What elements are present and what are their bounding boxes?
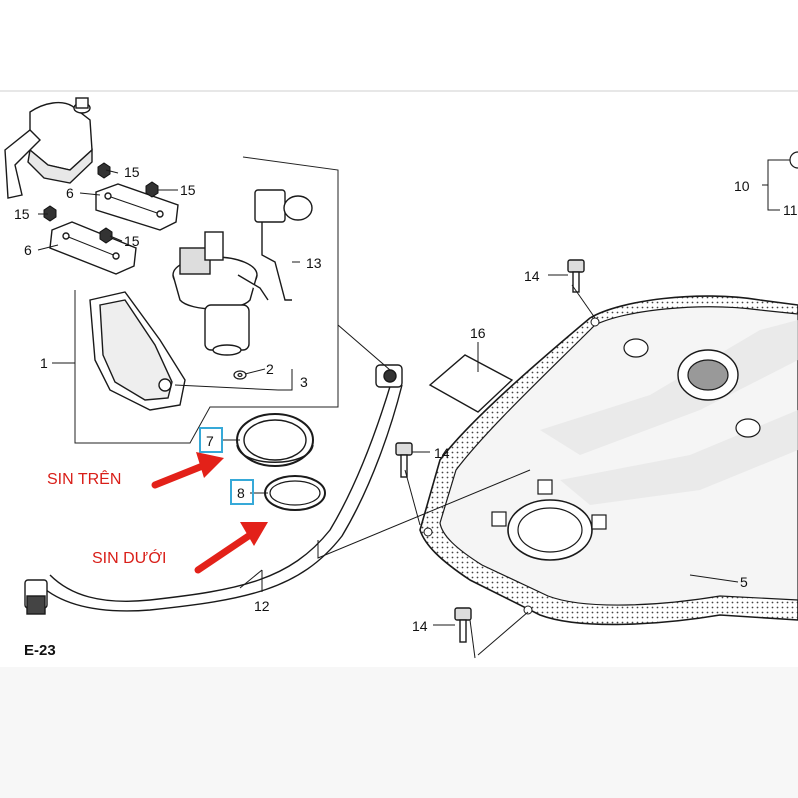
label-sticker-16-icon: [428, 354, 514, 413]
assembly-outline: [74, 156, 339, 444]
label-3: 3: [300, 374, 308, 390]
cover-bracket-icon: [4, 97, 93, 199]
bottom-band: [0, 667, 798, 798]
label-1: 1: [40, 355, 48, 371]
plate-6-upper-icon: [95, 183, 179, 231]
label-15-d: 15: [124, 233, 140, 249]
o-ring-seal-7-icon: [236, 413, 314, 467]
annotation-upper-seal: SIN TRÊN: [47, 469, 121, 488]
bolt-14-b-icon: [395, 442, 413, 478]
leader-lines: [37, 159, 790, 659]
label-16: 16: [470, 325, 486, 341]
fuel-filter-icon: [89, 291, 186, 411]
label-8: 8: [237, 485, 245, 501]
highlight-box-7: [199, 427, 223, 453]
reference-e23: E-23: [24, 642, 56, 659]
label-10: 10: [734, 178, 750, 194]
label-13: 13: [306, 255, 322, 271]
annotation-lower-seal: SIN DƯỚI: [92, 548, 167, 567]
label-14-a: 14: [524, 268, 540, 284]
washer-2-icon: [233, 370, 247, 380]
bolt-14-c-icon: [454, 607, 472, 643]
label-6-a: 6: [66, 185, 74, 201]
label-14-b: 14: [434, 445, 450, 461]
top-band: [0, 0, 798, 90]
label-12: 12: [254, 598, 270, 614]
bolt-14-a-icon: [567, 259, 585, 293]
fuel-tank-icon: [419, 295, 798, 626]
label-2: 2: [266, 361, 274, 377]
fuel-hose-icon: [24, 364, 403, 615]
plate-6-lower-icon: [49, 221, 137, 275]
part-10-icon: [789, 151, 798, 169]
red-arrow-lower-icon: [194, 522, 268, 574]
label-6-b: 6: [24, 242, 32, 258]
nut-15-b-icon: [145, 181, 159, 198]
red-arrow-upper-icon: [151, 452, 224, 489]
highlight-box-8: [230, 479, 254, 505]
fuel-sensor-icon: [254, 189, 313, 301]
nut-15-c-icon: [43, 205, 57, 222]
nut-15-a-icon: [97, 162, 111, 179]
label-15-b: 15: [180, 182, 196, 198]
o-ring-seal-8-icon: [264, 475, 326, 511]
fuel-pump-icon: [172, 231, 269, 356]
nut-15-d-icon: [99, 227, 113, 244]
label-14-c: 14: [412, 618, 428, 634]
label-7: 7: [206, 433, 214, 449]
label-15-c: 15: [14, 206, 30, 222]
label-11: 11: [783, 202, 798, 218]
label-15-a: 15: [124, 164, 140, 180]
label-5: 5: [740, 574, 748, 590]
